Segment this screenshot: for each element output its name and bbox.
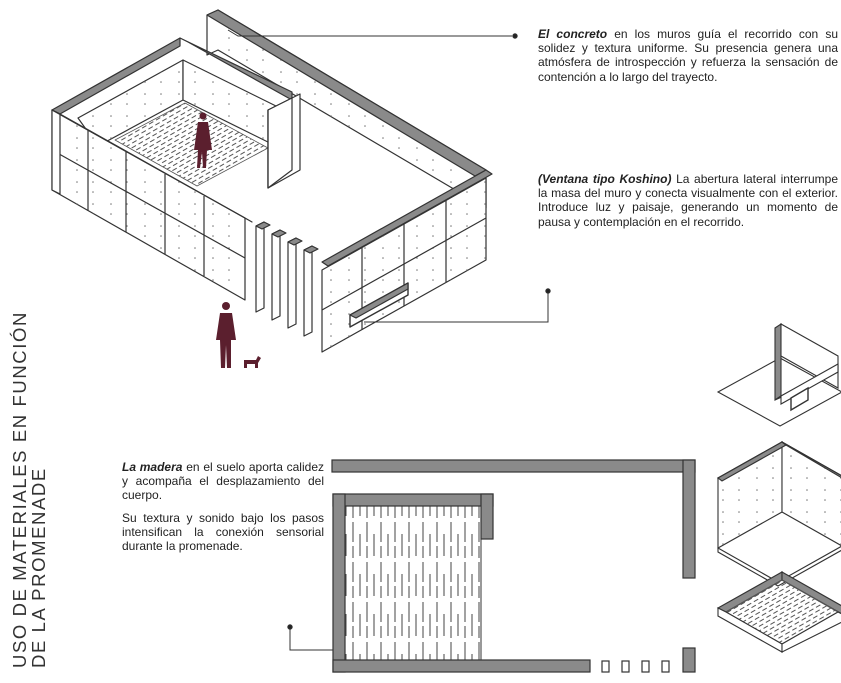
- wood-text: en el suelo aporta calidez y acompaña el…: [122, 460, 324, 503]
- plan-inner-wall-right: [480, 493, 494, 540]
- plan-wall-bottom: [332, 659, 591, 673]
- wood-highlight: La madera: [122, 460, 183, 474]
- detail-concrete-corner: [716, 441, 841, 587]
- window-text: La abertura lateral interrumpe la masa d…: [538, 172, 838, 229]
- plan-view: [331, 459, 696, 673]
- annotation-concrete: El concreto en los muros guía el recorri…: [538, 27, 838, 84]
- concrete-highlight: El concreto: [538, 27, 608, 41]
- annotation-window: (Ventana tipo Koshino) La abertura later…: [538, 172, 838, 229]
- wood-text-2: Su textura y sonido bajo los pasos inten…: [122, 510, 324, 554]
- dog-figure: [244, 356, 261, 368]
- entrance-fins: [255, 221, 319, 337]
- plan-wall-right-lower: [682, 647, 696, 673]
- detail-wood-floor: [716, 571, 841, 653]
- plan-wood-floor: [344, 505, 482, 661]
- window-highlight: (Ventana tipo Koshino): [538, 172, 672, 186]
- vertical-title: USO DE MATERIALES EN FUNCIÓN DE LA PROME…: [9, 311, 49, 668]
- detail-window-corner: [716, 322, 841, 427]
- plan-inner-wall-top: [332, 493, 494, 507]
- annotation-wood: La madera en el suelo aporta calidez y a…: [122, 460, 324, 553]
- human-figure-outside: [216, 302, 236, 368]
- leader-window: [364, 292, 549, 323]
- leader-lines: [227, 29, 551, 651]
- plan-wall-left: [332, 493, 346, 673]
- concrete-text: en los muros guía el recorrido con su so…: [538, 27, 839, 84]
- human-figure-inside: [194, 112, 212, 168]
- title-line-1: USO DE MATERIALES EN FUNCIÓN: [9, 311, 30, 668]
- plan-wall-right-upper: [682, 459, 696, 579]
- leader-wood: [289, 626, 344, 651]
- title-line-2: DE LA PROMENADE: [28, 467, 49, 668]
- plan-fins: [601, 660, 670, 673]
- leader-concrete: [227, 29, 512, 37]
- isometric-building: [51, 9, 493, 353]
- plan-wall-top: [331, 459, 696, 473]
